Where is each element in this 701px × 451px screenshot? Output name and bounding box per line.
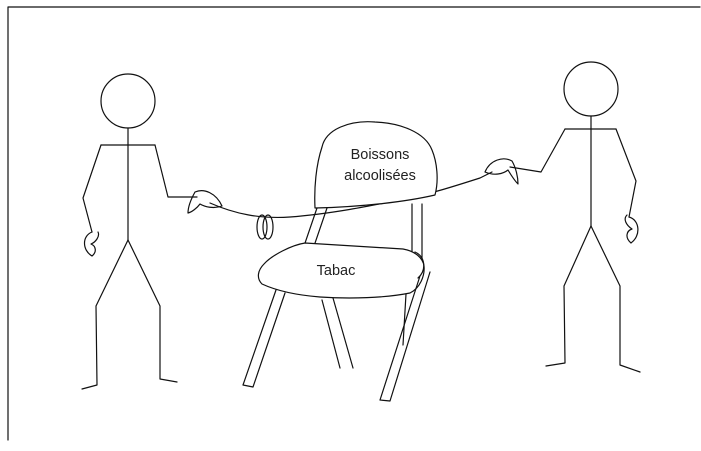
right-figure-left-hand xyxy=(484,158,519,185)
left-figure-right-arm xyxy=(154,144,198,198)
frame-border xyxy=(7,6,701,441)
left-figure-left-arm xyxy=(82,144,102,233)
right-figure-right-hand xyxy=(624,214,639,244)
chair-front-leg-left xyxy=(242,289,286,388)
left-figure-right-leg xyxy=(127,239,178,383)
right-figure-right-arm xyxy=(615,128,637,218)
left-figure-left-leg xyxy=(81,239,129,390)
chair-seat xyxy=(257,242,425,299)
backrest-label-line2: alcoolisées xyxy=(344,168,416,184)
chair-back-leg-left xyxy=(321,299,341,369)
left-stick-figure xyxy=(81,73,223,390)
left-figure-head xyxy=(100,73,156,129)
folding-chair xyxy=(242,121,438,402)
right-figure-head xyxy=(563,61,619,117)
chair-backrest xyxy=(314,121,438,209)
left-figure-left-hand xyxy=(83,231,100,257)
seat-label: Tabac xyxy=(317,263,356,279)
chair-front-leg-right xyxy=(379,271,431,402)
chair-leg-brace xyxy=(402,293,407,346)
rope-ring-right xyxy=(262,214,274,240)
rope-ring-left xyxy=(256,214,268,240)
right-figure-left-leg xyxy=(545,225,592,367)
right-stick-figure xyxy=(484,61,641,373)
right-figure-right-leg xyxy=(590,225,641,373)
backrest-label-line1: Boissons xyxy=(351,147,410,163)
rope-line xyxy=(209,171,493,218)
rope xyxy=(209,171,493,240)
left-figure-right-hand xyxy=(187,190,223,214)
chair-back-leg-left-inner xyxy=(332,297,354,369)
right-figure-left-arm xyxy=(509,128,566,173)
